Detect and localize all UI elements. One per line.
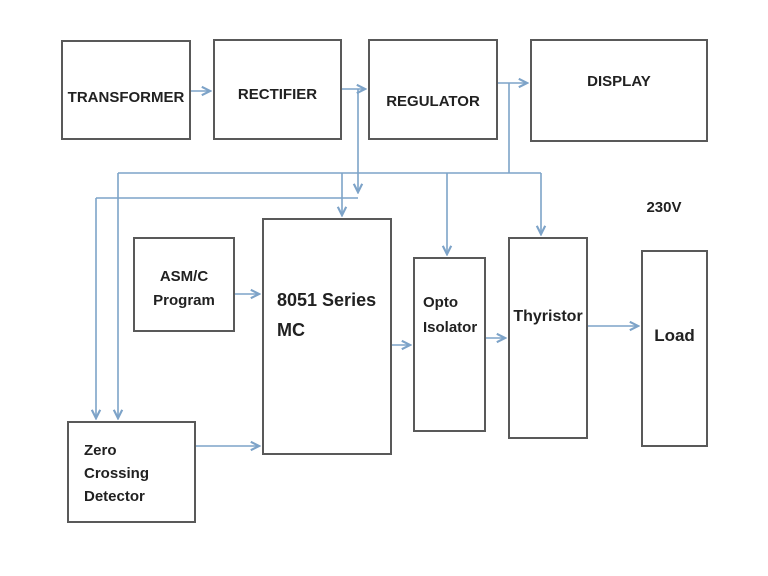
block-thyristor: Thyristor bbox=[508, 237, 588, 439]
block-transformer-label: TRANSFORMER bbox=[67, 89, 185, 106]
block-load: Load bbox=[641, 250, 708, 447]
block-load-label: Load bbox=[654, 325, 695, 345]
block-regulator: REGULATOR bbox=[368, 39, 498, 140]
block-asm-c-program: ASM/C Program bbox=[133, 237, 235, 332]
block-8051-series-mc-label: 8051 Series MC bbox=[277, 290, 377, 340]
block-8051-series-mc: 8051 Series MC bbox=[262, 218, 392, 455]
block-display: DISPLAY bbox=[530, 39, 708, 142]
block-zero-crossing-detector: Zero Crossing Detector bbox=[67, 421, 196, 523]
block-opto-isolator-label: Opto Isolator bbox=[423, 294, 478, 336]
block-rectifier-label: RECTIFIER bbox=[237, 85, 318, 103]
block-zero-crossing-detector-label: Zero Crossing Detector bbox=[84, 442, 150, 505]
block-display-label: DISPLAY bbox=[587, 73, 651, 90]
voltage-label-230v: 230V bbox=[646, 199, 682, 216]
block-thyristor-label: Thyristor bbox=[513, 308, 583, 325]
block-rectifier: RECTIFIER bbox=[213, 39, 342, 140]
block-transformer: TRANSFORMER bbox=[61, 40, 191, 140]
block-opto-isolator: Opto Isolator bbox=[413, 257, 486, 432]
block-asm-c-program-label: ASM/C Program bbox=[153, 268, 215, 309]
block-regulator-label: REGULATOR bbox=[386, 93, 480, 110]
